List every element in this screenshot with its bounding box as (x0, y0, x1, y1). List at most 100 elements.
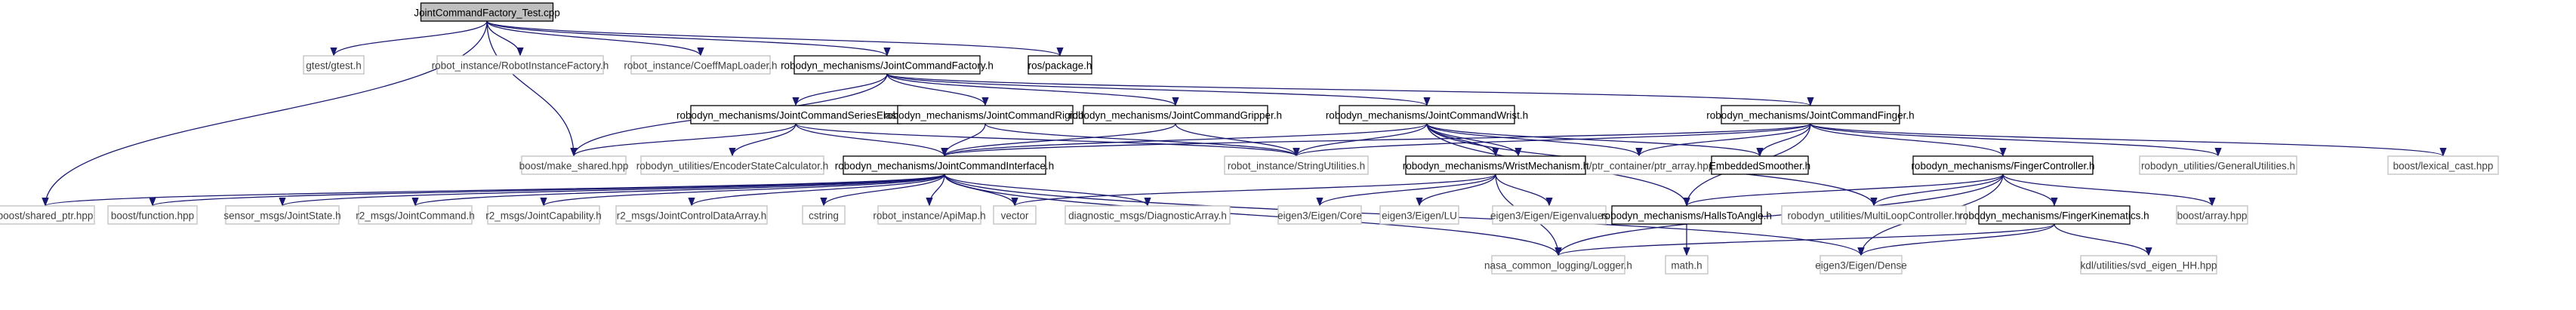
node-jointState: sensor_msgs/JointState.h (223, 205, 341, 225)
edge-jcFactory-to-jcSeriesElastic (792, 73, 888, 106)
node-box (640, 155, 824, 175)
edge-jcGripper-to-stringUtils (1175, 123, 1300, 157)
node-label: robodyn_mechanisms/HallsToAngle.h (1601, 210, 1772, 222)
edge-jcInterface-to-jointState (279, 173, 945, 207)
node-eigenDense: eigen3/Eigen/Dense (1815, 255, 1907, 275)
node-makeShared: boost/make_shared.hpp (519, 155, 628, 175)
node-box (877, 205, 981, 225)
node-hallsToAngle[interactable]: robodyn_mechanisms/HallsToAngle.h (1601, 205, 1772, 225)
edge-fingerKin-to-kdlSvd (2054, 223, 2152, 256)
edge-jcInterface-to-apiMap (926, 173, 945, 207)
node-label: robodyn_utilities/EncoderStateCalculator… (636, 161, 828, 172)
node-fingerCtrl[interactable]: robodyn_mechanisms/FingerController.h (1911, 155, 2095, 175)
node-multiLoop: robodyn_utilities/MultiLoopController.h (1781, 205, 1967, 225)
node-box (993, 205, 1037, 225)
edge-jcFactory-to-jcFinger (886, 73, 1814, 106)
node-rosPackage[interactable]: ros/package.h (1028, 55, 1092, 75)
edge-jcInterface-to-r2JointCtrlData (688, 173, 945, 207)
edge-root-to-gtest (330, 20, 488, 57)
edge-jcFinger-to-ptrArray (1635, 123, 1811, 157)
edge-jcFactory-to-jcRigid (886, 73, 989, 106)
node-box (487, 205, 600, 225)
edge-jcFinger-to-genUtils (1810, 123, 2222, 157)
node-box (843, 155, 1046, 175)
node-wristMech[interactable]: robodyn_mechanisms/WristMechanism.h (1403, 155, 1589, 175)
node-boostFunction: boost/function.hpp (107, 205, 198, 225)
edge-fingerCtrl-to-nasaLogger (1555, 173, 2004, 256)
node-jcWrist[interactable]: robodyn_mechanisms/JointCommandWrist.h (1326, 105, 1528, 124)
edge-root-to-jcFactory (486, 20, 891, 57)
node-label: boost/function.hpp (111, 210, 194, 222)
edge-jcSeriesElastic-to-jcInterface (795, 123, 948, 157)
node-box (0, 205, 95, 225)
node-box (1781, 205, 1967, 225)
node-box (1820, 255, 1903, 275)
node-box (1665, 255, 1709, 275)
edge-jcWrist-to-jcInterface (941, 123, 1428, 157)
edge-jcFinger-to-stringUtils (1293, 123, 1811, 157)
node-box (303, 55, 365, 75)
node-fingerKin[interactable]: robodyn_mechanisms/FingerKinematics.h (1959, 205, 2149, 225)
node-label: eigen3/Eigen/Dense (1815, 260, 1907, 272)
node-mathH: math.h (1665, 255, 1709, 275)
node-sharedPtr: boost/shared_ptr.hpp (0, 205, 95, 225)
node-root[interactable]: JointCommandFactory_Test.cpp (414, 2, 560, 22)
edge-jcFinger-to-lexicalCast (1810, 123, 2447, 157)
node-label: eigen3/Eigen/Eigenvalues (1490, 210, 1608, 222)
node-box (1711, 155, 1809, 175)
edge-jcSeriesElastic-to-stringUtils (795, 123, 1300, 157)
edge-jcWrist-to-embSmoother (1426, 123, 1764, 157)
node-jcGripper[interactable]: robodyn_mechanisms/JointCommandGripper.h (1069, 105, 1282, 124)
node-nasaLogger: nasa_common_logging/Logger.h (1484, 255, 1632, 275)
node-cstring: cstring (802, 205, 846, 225)
node-lexicalCast: boost/lexical_cast.hpp (2387, 155, 2499, 175)
node-label: cstring (809, 210, 839, 222)
edge-wristMech-to-eigenEigenvalues (1495, 173, 1553, 207)
node-label: robodyn_mechanisms/JointCommandRigid.h (884, 110, 1087, 121)
node-label: robodyn_mechanisms/FingerKinematics.h (1959, 210, 2149, 222)
node-vector: vector (993, 205, 1037, 225)
edge-jcInterface-to-nasaLogger (944, 173, 1562, 256)
node-jcRigid[interactable]: robodyn_mechanisms/JointCommandRigid.h (884, 105, 1087, 124)
edge-jcFactory-to-jcWrist (886, 73, 1431, 106)
node-label: boost/lexical_cast.hpp (2393, 161, 2494, 172)
edge-root-to-robotInstFactory (486, 20, 524, 57)
node-r2JointCtrlData: r2_msgs/JointControlDataArray.h (615, 205, 768, 225)
node-label: robot_instance/ApiMap.h (873, 210, 985, 222)
node-robotInstFactory: robot_instance/RobotInstanceFactory.h (432, 55, 609, 75)
node-label: robot_instance/StringUtilities.h (1228, 161, 1365, 172)
node-label: r2_msgs/JointCapability.h (485, 210, 602, 222)
edge-jcInterface-to-boostFunction (149, 173, 945, 207)
node-label: robodyn_mechanisms/WristMechanism.h (1403, 161, 1589, 172)
edge-root-to-rosPackage (486, 20, 1064, 57)
node-jcFactory[interactable]: robodyn_mechanisms/JointCommandFactory.h (781, 55, 994, 75)
edge-jcInterface-to-r2JointCommand (411, 173, 945, 207)
node-genUtils: robodyn_utilities/GeneralUtilities.h (2139, 155, 2297, 175)
node-jcSeriesElastic[interactable]: robodyn_mechanisms/JointCommandSeriesEla… (676, 105, 915, 124)
node-label: r2_msgs/JointCommand.h (356, 210, 475, 222)
node-box (521, 155, 627, 175)
node-label: sensor_msgs/JointState.h (223, 210, 340, 222)
node-label: gtest/gtest.h (306, 60, 362, 72)
edge-root-to-coeffMap (486, 20, 704, 57)
edge-jcInterface-to-vector (944, 173, 1018, 207)
node-box (1912, 155, 2094, 175)
edge-jcFinger-to-embSmoother (1756, 123, 1811, 157)
edge-jcInterface-to-r2JointCapability (540, 173, 945, 207)
node-box (630, 55, 771, 75)
node-label: robodyn_mechanisms/FingerController.h (1911, 161, 2094, 172)
node-label: boost/ptr_container/ptr_array.hpp (1564, 161, 1715, 172)
node-box (2176, 205, 2248, 225)
node-label: JointCommandFactory_Test.cpp (414, 8, 560, 19)
node-jcFinger[interactable]: robodyn_mechanisms/JointCommandFinger.h (1706, 105, 1915, 124)
node-r2JointCommand: r2_msgs/JointCommand.h (356, 205, 475, 225)
node-jcInterface[interactable]: robodyn_mechanisms/JointCommandInterface… (835, 155, 1054, 175)
edge-root-to-makeShared (486, 20, 578, 157)
node-stringUtils: robot_instance/StringUtilities.h (1224, 155, 1369, 175)
edge-jcSeriesElastic-to-encoderCalc (729, 123, 797, 157)
edge-fingerKin-to-eigenDense (1857, 223, 2055, 256)
node-embSmoother[interactable]: EmbeddedSmoother.h (1709, 155, 1810, 175)
node-box (436, 55, 604, 75)
node-diagArray: diagnostic_msgs/DiagnosticArray.h (1065, 205, 1231, 225)
node-apiMap: robot_instance/ApiMap.h (873, 205, 986, 225)
